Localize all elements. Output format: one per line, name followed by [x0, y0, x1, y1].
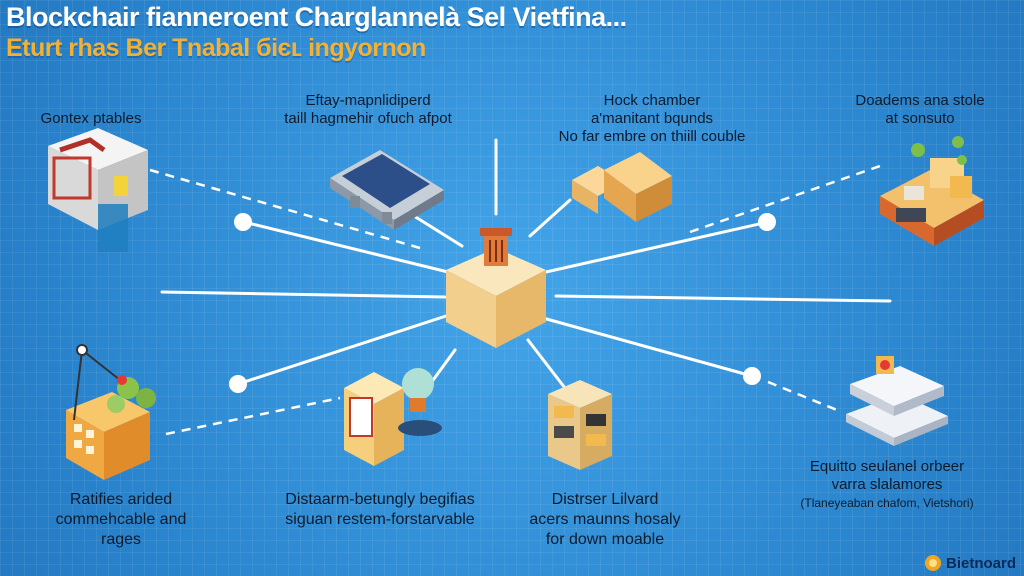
- warehouse-building-icon: [66, 344, 156, 480]
- node-label-top-left: Gontex ptables: [40, 110, 142, 127]
- stacked-trays-icon: [846, 356, 948, 446]
- gear-coin-icon: [924, 555, 941, 571]
- connector-line: [236, 314, 448, 386]
- brand-logo: Bietnoard: [924, 554, 1016, 572]
- connector-line: [528, 198, 572, 238]
- connector-line: [160, 290, 447, 299]
- connector-line: [554, 294, 892, 303]
- node-label-bottom-left: Ratifies arided commehcable and rages: [55, 491, 187, 548]
- node-label-bottom-right: Equitto seulanel orbeer varra slalamores…: [800, 458, 974, 510]
- node-label-top-center-left: Eftay-mapnlidiperd taill hagmehir ofuch …: [284, 92, 452, 127]
- conveyor-machine-icon: [880, 136, 984, 246]
- brand-name: Bietnoard: [945, 554, 1016, 572]
- cardboard-boxes-icon: [572, 152, 672, 222]
- connector-line: [526, 338, 570, 394]
- page-subtitle: Eturt rhas Ber Tnabal бiєʟ ingyornon: [6, 34, 426, 62]
- storage-shelf-icon: [548, 380, 612, 470]
- page-title: Blockchair fianneroent Charglannelà Sel …: [6, 2, 627, 32]
- dashed-line: [767, 380, 843, 414]
- connector-line: [544, 220, 770, 274]
- document-and-lightbulb-icon: [344, 368, 442, 466]
- shipping-container-icon: [48, 128, 148, 252]
- connector-dot: [234, 213, 252, 231]
- server-tray-icon: [330, 150, 444, 230]
- node-label-top-right: Doadems ana stole at sonsuto: [855, 92, 985, 127]
- dashed-line: [689, 164, 881, 234]
- connector-dot: [743, 367, 761, 385]
- dashed-connectors: [149, 164, 881, 436]
- connector-dot: [758, 213, 776, 231]
- central-hub-cube-icon: [446, 228, 546, 348]
- connector-dots: [229, 213, 776, 393]
- connector-dot: [229, 375, 247, 393]
- connector-line: [242, 220, 450, 274]
- connector-line: [541, 316, 754, 378]
- node-label-bottom-center-left: Distaarm-betungly begifias siguan restem…: [285, 491, 475, 528]
- connectors: [160, 138, 892, 400]
- node-label-top-center-right: Hock chamber a'manitant bqunds No far em…: [558, 92, 746, 145]
- node-label-bottom-center-right: Distrser Lilvard acers maunns hosaly for…: [529, 491, 681, 548]
- dashed-line: [165, 396, 341, 436]
